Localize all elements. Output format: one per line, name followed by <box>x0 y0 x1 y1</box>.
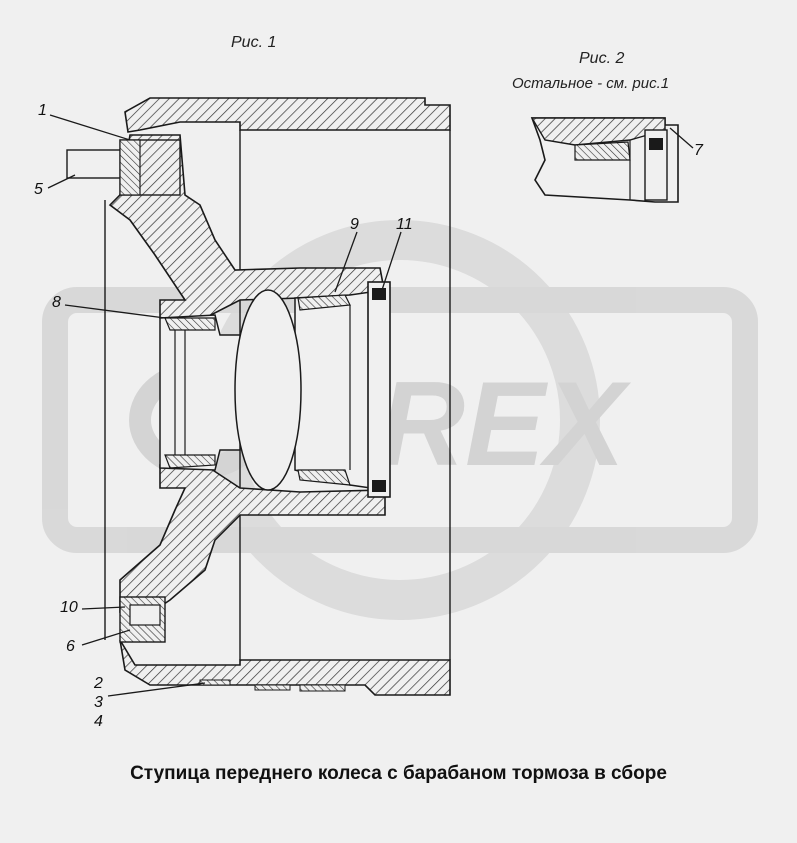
hub-body-lower <box>119 464 386 613</box>
callout-8: 8 <box>52 294 61 311</box>
inner-bearing <box>159 314 241 471</box>
callout-3: 3 <box>94 694 103 711</box>
fig2-detail <box>530 117 679 203</box>
callout-9: 9 <box>350 216 359 233</box>
callout-10: 10 <box>60 599 78 616</box>
balance-weights <box>199 679 346 692</box>
leader-lines <box>47 114 694 697</box>
callout-5: 5 <box>34 181 43 198</box>
oil-seal <box>367 281 391 498</box>
callout-7: 7 <box>694 142 703 159</box>
fig1-title: Рис. 1 <box>231 34 277 51</box>
fig2-title: Рис. 2 <box>579 50 625 67</box>
callout-6: 6 <box>66 638 75 655</box>
callout-11: 11 <box>396 216 413 233</box>
callout-1: 1 <box>38 102 47 119</box>
drum-shell-top <box>124 97 451 133</box>
callout-2: 2 <box>94 675 103 692</box>
hub-cavity <box>234 289 302 491</box>
fig2-note: Остальное - см. рис.1 <box>512 75 670 92</box>
drawing-caption: Ступица переднего колеса с барабаном тор… <box>130 763 667 784</box>
callout-4: 4 <box>94 713 103 730</box>
